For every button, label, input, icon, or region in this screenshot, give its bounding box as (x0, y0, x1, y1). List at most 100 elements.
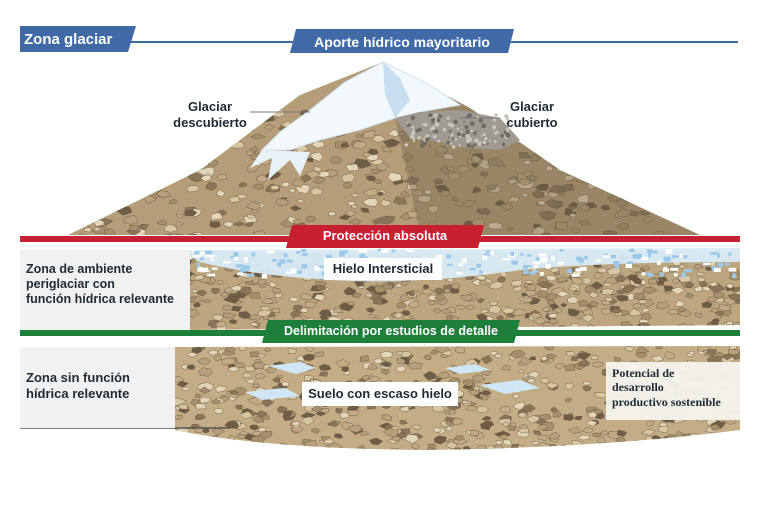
rock-texture (310, 405, 323, 413)
rock-texture (403, 176, 421, 185)
rock-texture (666, 309, 679, 315)
rock-texture (209, 435, 220, 442)
ice-texture (296, 270, 303, 274)
rock-texture (347, 425, 363, 434)
rock-texture (254, 372, 266, 380)
rock-texture (191, 231, 204, 235)
rock-texture (565, 114, 579, 123)
rock-texture (442, 152, 454, 160)
ice-texture (632, 254, 640, 259)
ice-texture (713, 268, 721, 272)
rock-texture (222, 305, 233, 312)
rock-texture (359, 355, 370, 363)
debris-texture (465, 134, 470, 139)
rock-texture (181, 387, 191, 392)
rock-texture (347, 409, 360, 417)
rock-texture (288, 297, 301, 303)
rock-texture (128, 225, 139, 232)
rock-texture (611, 139, 623, 148)
ice-texture (200, 251, 205, 256)
rock-texture (101, 109, 113, 118)
rock-texture (488, 300, 498, 306)
rock-texture (68, 151, 79, 159)
rock-texture (472, 186, 482, 194)
debris-texture (446, 116, 450, 120)
rock-texture (638, 182, 646, 188)
rock-texture (448, 409, 456, 415)
rock-texture (718, 304, 732, 312)
rock-texture (724, 283, 735, 290)
rock-texture (184, 209, 198, 217)
rock-texture (685, 195, 698, 201)
glaciar-descubierto-label: Glaciar descubierto (173, 99, 247, 130)
rock-texture (215, 189, 226, 198)
rock-texture (369, 158, 385, 166)
rock-texture (403, 315, 414, 320)
rock-texture (601, 307, 611, 315)
rock-texture (157, 111, 170, 118)
ice-patch (268, 362, 316, 374)
ice-texture (579, 266, 587, 271)
rock-texture (404, 434, 420, 444)
rock-texture (625, 193, 637, 199)
rock-texture (205, 181, 217, 191)
rock-texture (657, 276, 669, 284)
ice-patch (245, 388, 300, 400)
zona-sin-funcion-label: Zona sin función hídrica relevante (26, 370, 130, 401)
ice-texture (559, 249, 564, 252)
rock-texture (74, 233, 86, 235)
rock-texture (656, 195, 667, 202)
ice-texture (523, 265, 528, 269)
rock-texture (82, 132, 95, 144)
rock-texture (101, 162, 113, 170)
rock-texture (697, 436, 708, 442)
rock-texture (72, 139, 88, 148)
rock-texture (614, 274, 627, 283)
rock-texture (447, 171, 462, 181)
ice-texture (681, 272, 686, 278)
rock-texture (176, 380, 189, 388)
rock-texture (130, 117, 142, 124)
rock-texture (341, 173, 356, 183)
ice-patch (445, 364, 490, 374)
ice-texture (533, 265, 539, 268)
rock-texture (80, 210, 94, 217)
periglacial-side-panel (20, 250, 190, 330)
rock-texture (526, 175, 539, 182)
ice-texture (479, 270, 483, 274)
rock-texture (404, 165, 416, 172)
ice-texture (671, 255, 679, 258)
ice-texture (673, 273, 678, 277)
rock-texture (522, 403, 536, 413)
rock-texture (531, 441, 540, 446)
rock-texture (299, 292, 315, 301)
rock-texture (235, 404, 243, 410)
rock-texture (363, 188, 379, 197)
rock-texture (624, 346, 635, 352)
zona-glaciar-title: Zona glaciar (24, 31, 113, 48)
rock-texture (576, 138, 587, 147)
ice-texture (602, 255, 611, 258)
rock-texture (608, 154, 623, 164)
ice-texture (406, 249, 414, 252)
rock-texture (674, 137, 688, 147)
rock-texture (406, 362, 423, 370)
aporte-banner-shape (290, 29, 514, 53)
debris-texture (470, 129, 474, 133)
rock-texture (116, 154, 128, 163)
debris-texture (437, 139, 441, 143)
rock-texture (238, 182, 248, 188)
rock-texture (312, 176, 326, 184)
rock-texture (255, 410, 268, 417)
rock-texture (309, 187, 324, 196)
rock-texture (233, 221, 246, 227)
rock-texture (666, 208, 680, 217)
rock-texture (406, 184, 418, 191)
glaciar-cubierto-label: Glaciar cubierto (506, 99, 558, 130)
rock-texture (631, 277, 642, 285)
ice-texture (526, 265, 532, 268)
rock-texture (410, 442, 420, 450)
rock-texture (256, 353, 266, 359)
rock-texture (199, 437, 212, 446)
rock-texture (554, 149, 574, 161)
